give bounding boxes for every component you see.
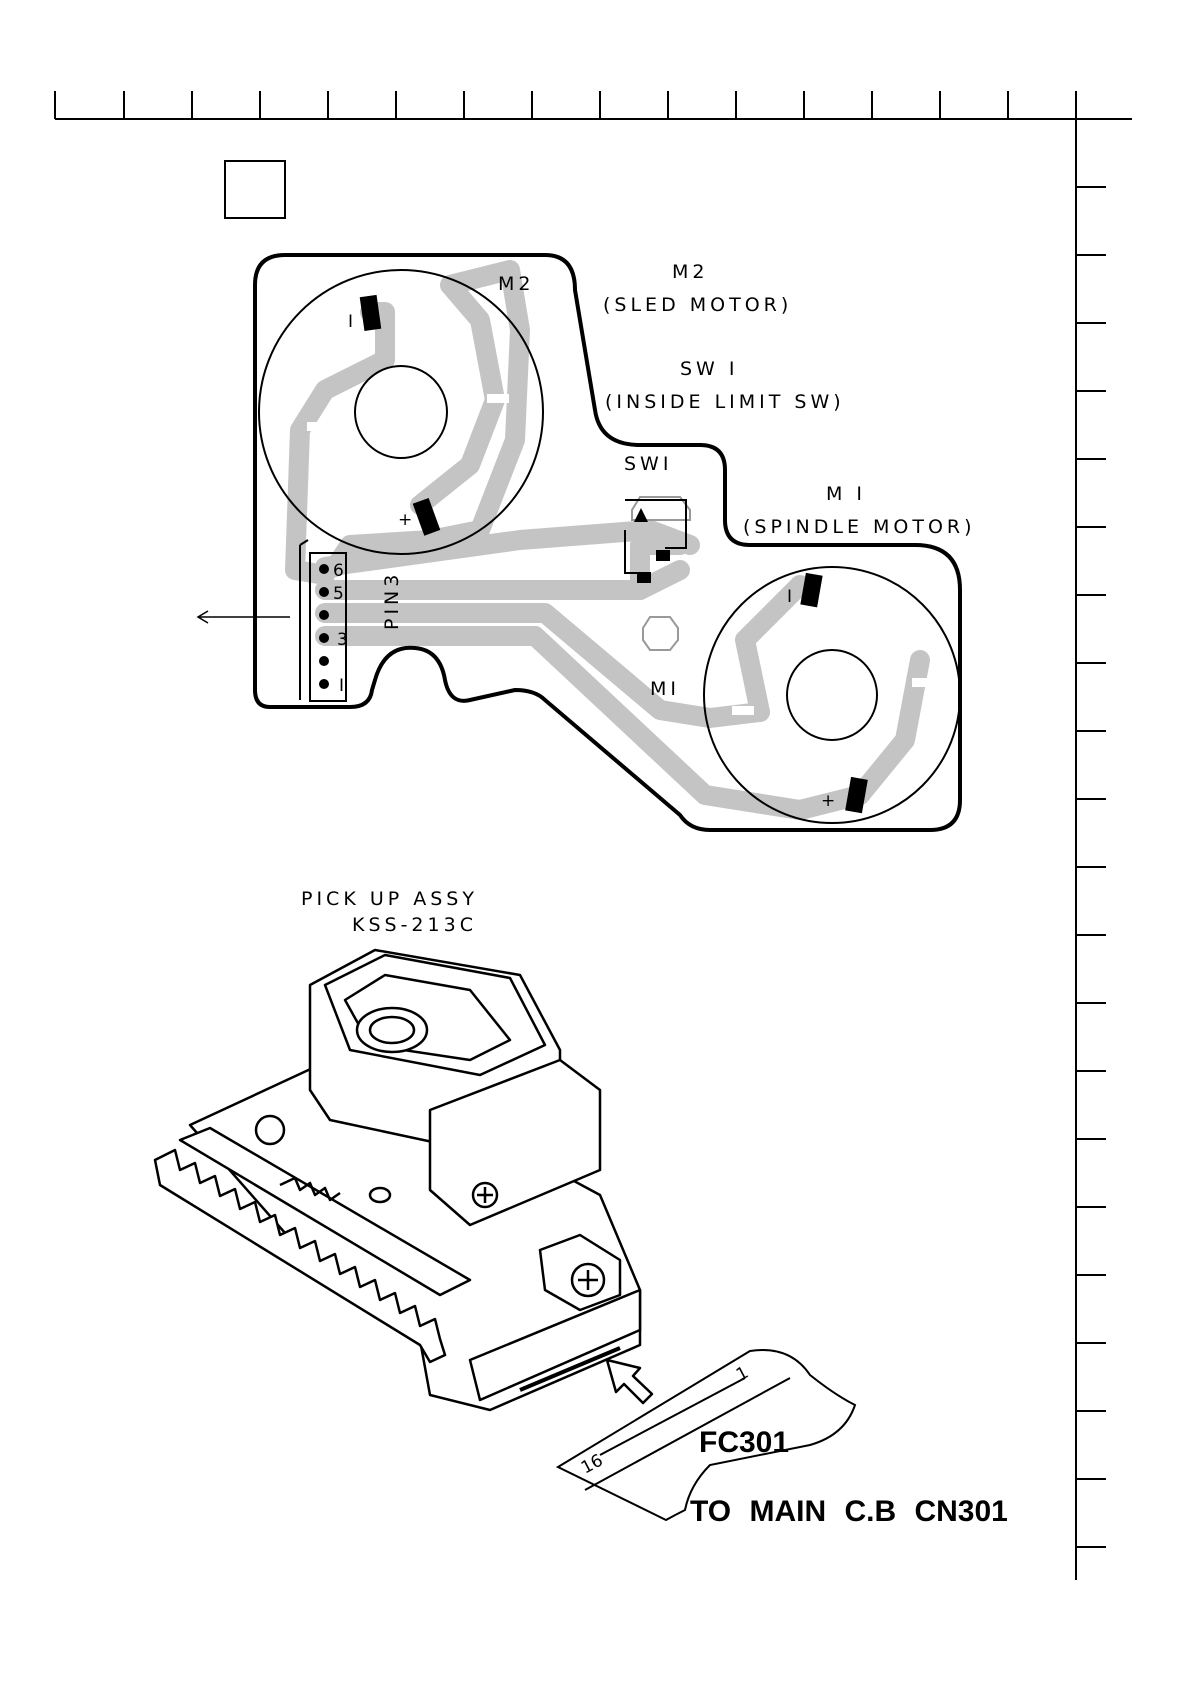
pickup-title: PICK UP ASSY	[301, 888, 478, 910]
flex-cable-name: FC301	[699, 1426, 789, 1459]
sw1-board-label: SWI	[624, 453, 672, 475]
m1-title: M I	[826, 483, 866, 505]
m2-pad-plus-label: +	[398, 510, 412, 530]
m1-pad-plus-label: +	[821, 791, 835, 811]
m2-pad-top	[360, 295, 382, 331]
sw1-arrow-icon	[634, 508, 648, 522]
pin-dot	[319, 633, 329, 643]
m2-pad-right	[487, 394, 509, 403]
pin-6-label: 6	[333, 561, 344, 581]
m2-pad-left	[307, 422, 329, 431]
m1-hub	[787, 650, 877, 740]
m1-subtitle: (SPINDLE MOTOR)	[743, 516, 976, 538]
m2-pad-top-label: I	[348, 312, 353, 332]
m2-subtitle: (SLED MOTOR)	[603, 294, 792, 316]
sw1-lower-outline	[643, 617, 678, 650]
pin-3-label: 3	[337, 630, 348, 650]
m1-pad-top-label: I	[787, 587, 792, 607]
left-arrow-icon	[198, 611, 290, 623]
pin-dot	[319, 564, 329, 574]
hole-2	[370, 1188, 390, 1202]
pickup-assembly-drawing	[155, 950, 640, 1410]
pin-dot	[319, 587, 329, 597]
pin-dot	[319, 679, 329, 689]
pin-dot	[319, 610, 329, 620]
sw1-pad-b	[637, 572, 651, 583]
flex-destination: TO MAIN C.B CN301	[690, 1495, 1008, 1528]
hole-1	[256, 1116, 284, 1144]
sw1-title: SW I	[680, 358, 739, 380]
pickup-model: KSS-213C	[352, 914, 477, 936]
m1-pad-plus	[845, 777, 868, 813]
m2-title: M2	[672, 261, 708, 283]
m1-board-label: MI	[650, 678, 680, 700]
m2-hub	[355, 366, 447, 458]
m1-pad-right	[912, 678, 934, 687]
pin-5-label: 5	[333, 584, 344, 604]
insert-arrow-icon	[607, 1360, 652, 1403]
m2-board-label: M2	[498, 273, 534, 295]
sw1-pad-a	[656, 550, 670, 561]
m1-pad-left	[732, 706, 754, 715]
sw1-subtitle: (INSIDE LIMIT SW)	[605, 391, 845, 413]
pin-dot	[319, 656, 329, 666]
reference-box	[225, 161, 285, 218]
objective-lens-inner	[370, 1017, 414, 1043]
connector-label: PIN3	[381, 571, 403, 630]
pin-1-label: I	[339, 676, 344, 696]
